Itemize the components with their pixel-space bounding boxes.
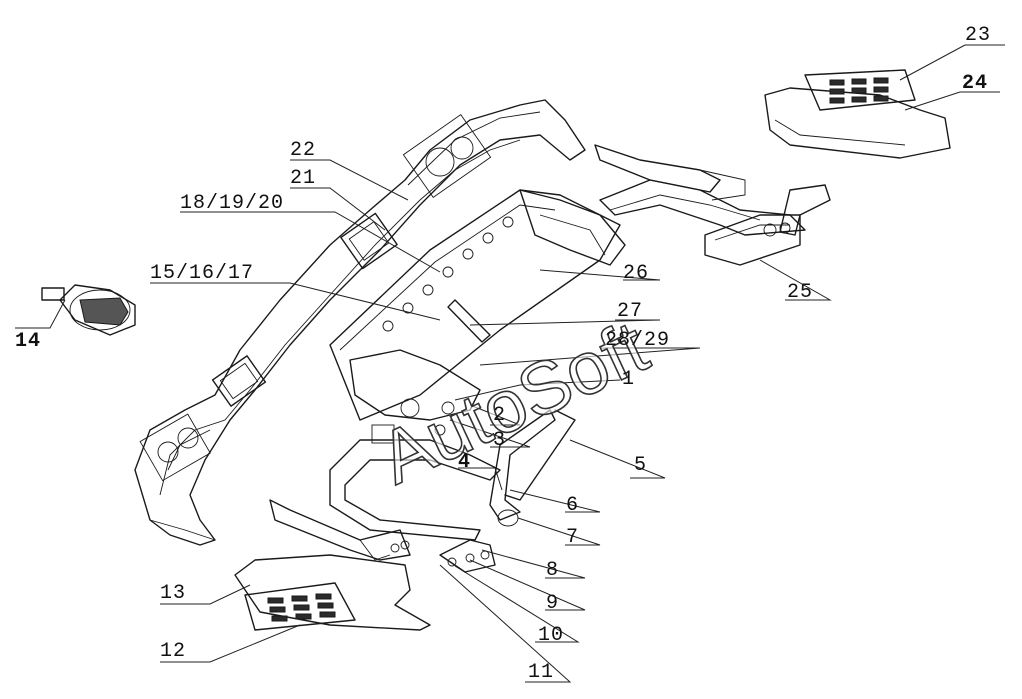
callout-14: 14 (15, 330, 41, 353)
callout-2: 2 (493, 404, 506, 427)
fog-lamp (41, 284, 136, 336)
left-step-assembly (234, 554, 431, 631)
callout-25: 25 (787, 281, 813, 304)
bumper-body (134, 99, 586, 546)
tube-frame (329, 179, 806, 541)
callout-10: 10 (538, 624, 564, 647)
callout-4: 4 (458, 451, 471, 474)
callout-9: 9 (546, 592, 559, 615)
callout-8: 8 (546, 559, 559, 582)
callout-13: 13 (160, 582, 186, 605)
callout-26: 26 (623, 262, 649, 285)
callout-24: 24 (962, 72, 988, 95)
callout-12: 12 (160, 640, 186, 663)
callout-23: 23 (965, 24, 991, 47)
callout-15-16-17: 15/16/17 (150, 262, 254, 285)
callout-18-19-20: 18/19/20 (180, 192, 284, 215)
callout-3: 3 (493, 429, 506, 452)
callout-28-29: 28/29 (605, 329, 670, 352)
callout-5: 5 (634, 454, 647, 477)
callout-11: 11 (528, 661, 554, 684)
left-hinge-bracket (269, 499, 411, 561)
callout-labels: 23 24 22 21 18/19/20 15/16/17 26 25 27 2… (15, 24, 991, 684)
callout-22: 22 (290, 139, 316, 162)
leader-lines (15, 44, 1005, 683)
callout-27: 27 (617, 300, 643, 323)
right-hinge-bracket (594, 144, 831, 266)
right-step-assembly (764, 69, 951, 159)
callout-7: 7 (566, 526, 579, 549)
callout-1: 1 (622, 368, 635, 391)
mounting-frame (329, 189, 626, 444)
callout-6: 6 (566, 494, 579, 517)
callout-21: 21 (290, 167, 316, 190)
